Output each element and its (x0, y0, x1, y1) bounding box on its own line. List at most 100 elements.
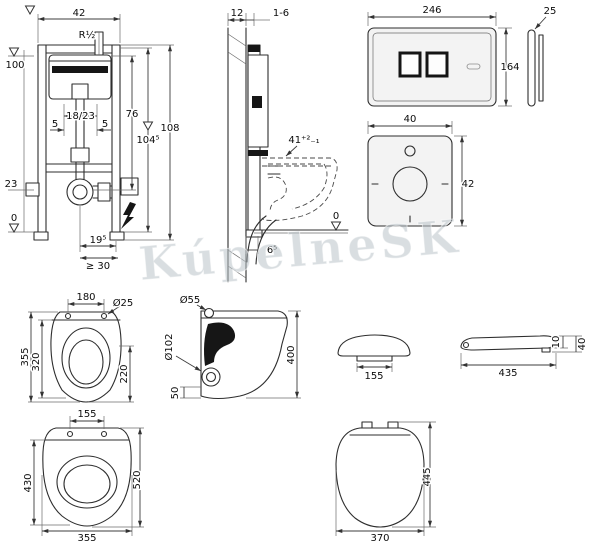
dim-bowl-height: 41⁺²₋₁ (285, 134, 321, 157)
dim-6-5: 6⁵ (245, 236, 279, 258)
dim-label-108: 108 (160, 123, 179, 134)
dim-label-320: 320 (31, 352, 42, 371)
dim-label-5-right: 5 (102, 119, 108, 130)
dim-104-5: 104⁵ (120, 47, 161, 233)
dim-label-12: 12 (231, 8, 244, 19)
dim-label-355-top: 355 (20, 347, 31, 366)
view-bowl-top: 180 Ø25 355 320 220 (19, 291, 135, 403)
dim-355-top: 355 (19, 311, 80, 403)
dim-label-370: 370 (370, 533, 389, 542)
dim-400: 400 (246, 310, 301, 399)
seat-top-outline (335, 421, 425, 528)
insulation-mat (367, 135, 453, 227)
dim-label-o55: Ø55 (180, 294, 201, 306)
flush-plate-profile (527, 29, 544, 107)
dim-label-5-left: 5 (52, 119, 58, 130)
dim-label-41: 41⁺²₋₁ (288, 135, 319, 146)
dim-label-155-front: 155 (77, 409, 96, 420)
dim-label-o25: Ø25 (113, 297, 134, 309)
dim-label-435: 435 (498, 368, 517, 379)
dim-depth-range: 18/23 (63, 104, 98, 136)
view-seat-front: 155 (337, 334, 411, 384)
dim-frame-width: 42 (25, 5, 121, 43)
dim-label-6-5: 6⁵ (267, 245, 277, 256)
dim-label-19-5: 19⁵ (90, 235, 107, 246)
dim-108: 108 (120, 44, 181, 241)
dim-label-180: 180 (76, 292, 95, 303)
electrical-box (120, 177, 139, 229)
datum-triangle (25, 5, 35, 15)
dim-hole-dia: Ø25 (107, 296, 135, 315)
level-chain-left: 100 23 0 (3, 47, 34, 233)
dim-offset-right: 5 (97, 118, 111, 133)
dim-435: 435 (460, 353, 557, 381)
dim-label-104-5: 104⁵ (136, 135, 159, 146)
bowl-top-outline (50, 311, 122, 403)
view-bowl-side: Ø55 Ø102 400 50 (162, 293, 301, 401)
view-seat-top: 445 370 (335, 421, 436, 542)
dim-370: 370 (335, 470, 425, 542)
level-label-100: 100 (5, 60, 24, 71)
datum-triangle (9, 223, 19, 233)
flush-button-small (425, 51, 449, 78)
flush-button-large (398, 51, 422, 78)
view-insulation-mat: 40 42 (367, 113, 476, 227)
dim-520: 520 (92, 427, 145, 528)
dim-19-5: 19⁵ (79, 206, 117, 252)
flush-plate-face (367, 27, 497, 107)
dim-label-76: 76 (126, 109, 139, 120)
view-flush-plate: 246 164 25 (367, 4, 558, 107)
dim-mat-height: 42 (454, 135, 476, 227)
bowl-section (261, 157, 338, 221)
dim-label-50: 50 (170, 387, 181, 400)
dim-label-40-seat: 40 (577, 338, 588, 351)
dim-320: 320 (30, 319, 66, 399)
dim-label-min-30: ≥ 30 (86, 261, 110, 272)
dim-label-246: 246 (422, 5, 441, 16)
seat-front-outline (337, 334, 411, 362)
wall-bracket-left (25, 182, 40, 197)
dim-label-42: 42 (73, 8, 86, 19)
frame-section (245, 44, 281, 238)
dim-label-400: 400 (286, 345, 297, 364)
dim-label-42-mat: 42 (462, 179, 475, 190)
level-0-section: 0 (331, 210, 341, 231)
dim-355-front: 355 (41, 475, 133, 542)
level-label-0-section: 0 (333, 211, 339, 222)
seat-side-outline (460, 335, 557, 353)
dim-label-supply: R½ (79, 29, 96, 41)
view-bowl-front: 155 430 520 355 (22, 408, 145, 542)
dim-gap-1-6: 1-6 (246, 7, 291, 26)
flush-pipe (70, 98, 90, 181)
dim-hole-spacing: 180 (67, 291, 105, 312)
dim-155-hinge: 155 (356, 363, 393, 384)
dim-76: 76 (93, 55, 140, 191)
view-seat-side: 435 10 40 (460, 334, 590, 381)
dim-50: 50 (169, 385, 201, 401)
dim-label-355-front: 355 (77, 533, 96, 542)
view-frame-front: 42 R½ 18/23 5 5 76 104⁵ (3, 5, 181, 274)
dim-label-164: 164 (500, 62, 519, 73)
drain-pipe-section (246, 215, 277, 265)
frame-outline (33, 44, 125, 241)
dim-label-o102: Ø102 (163, 334, 175, 361)
dim-offset-left: 5 (50, 118, 64, 133)
drain-bend (66, 178, 113, 206)
dim-min-30: ≥ 30 (80, 255, 118, 274)
dim-430: 430 (22, 439, 70, 526)
dim-plate-height: 164 (498, 27, 521, 107)
level-label-23: 23 (5, 179, 18, 190)
dim-label-155-seat: 155 (364, 371, 383, 382)
dim-label-430: 430 (23, 473, 34, 492)
level-label-0: 0 (11, 213, 17, 224)
dim-plate-width: 246 (367, 4, 497, 26)
dim-mat-width: 40 (367, 113, 453, 134)
dim-outlet-dia: Ø102 (162, 332, 202, 372)
dim-10: 10 (550, 334, 582, 350)
dim-label-25: 25 (544, 6, 557, 17)
dim-label-40: 40 (404, 114, 417, 125)
plate-logo (466, 63, 481, 70)
dim-label-220: 220 (119, 364, 130, 383)
